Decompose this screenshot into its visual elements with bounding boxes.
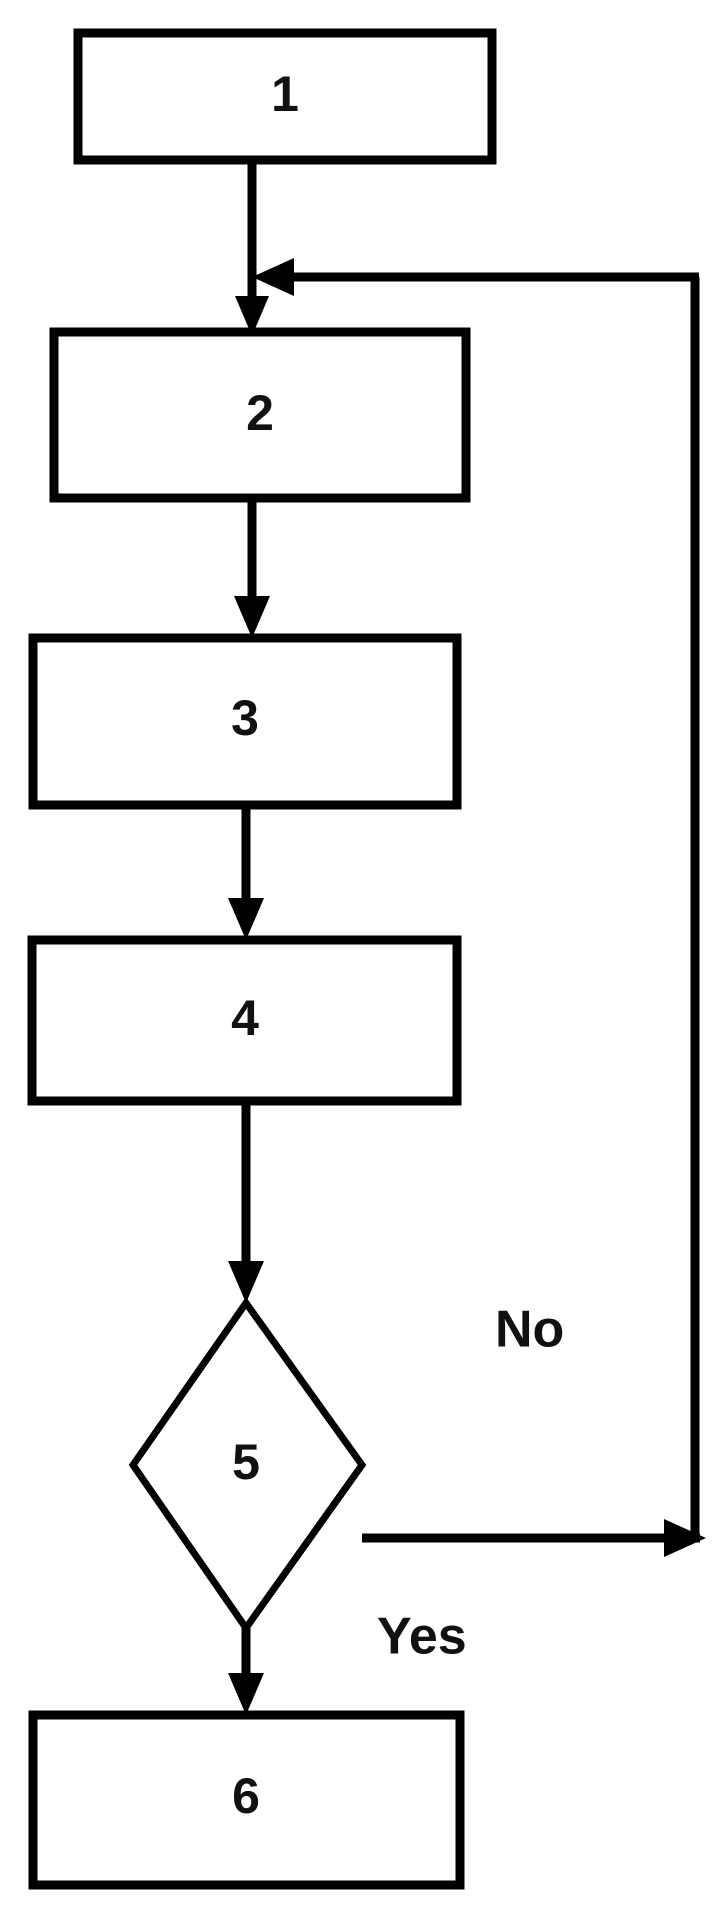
node-5-diamond[interactable]: [128, 1296, 367, 1635]
node-4-label: 4: [231, 990, 259, 1046]
node-5-label: 5: [232, 1434, 260, 1490]
edge-3-to-4-arrowhead: [228, 898, 264, 940]
edge-2-to-3: [234, 498, 270, 638]
node-1[interactable]: 1: [73, 28, 497, 165]
edge-5-to-2-no: [252, 258, 706, 1557]
edge-5-to-6-arrowhead: [228, 1673, 264, 1715]
edge-3-to-4: [228, 805, 264, 940]
edge-5-to-2-left-arrowhead: [252, 258, 294, 296]
node-6[interactable]: 6: [28, 1710, 465, 1890]
edge-1-to-2-arrowhead: [235, 296, 269, 336]
node-3[interactable]: 3: [28, 633, 462, 810]
edge-label-no: No: [495, 1301, 564, 1359]
node-3-label: 3: [231, 690, 259, 746]
node-6-label: 6: [232, 1768, 260, 1824]
node-3-rect[interactable]: [28, 633, 462, 810]
node-1-label: 1: [271, 66, 299, 122]
node-5-decision[interactable]: 5: [128, 1296, 367, 1635]
node-2-label: 2: [246, 385, 274, 441]
node-6-rect[interactable]: [28, 1710, 465, 1890]
edge-4-to-5-arrowhead: [228, 1261, 264, 1303]
edge-4-to-5: [228, 1101, 264, 1303]
edge-5-to-2-right-arrowhead: [664, 1519, 706, 1557]
edge-5-to-6-yes: [228, 1628, 264, 1715]
edge-2-to-3-arrowhead: [234, 596, 270, 638]
node-1-rect[interactable]: [73, 28, 497, 165]
edge-label-yes: Yes: [377, 1608, 467, 1666]
node-4-rect[interactable]: [27, 935, 462, 1106]
node-4[interactable]: 4: [27, 935, 462, 1106]
node-2-rect[interactable]: [49, 327, 471, 503]
node-2[interactable]: 2: [49, 327, 471, 503]
edge-1-to-2: [235, 160, 269, 336]
